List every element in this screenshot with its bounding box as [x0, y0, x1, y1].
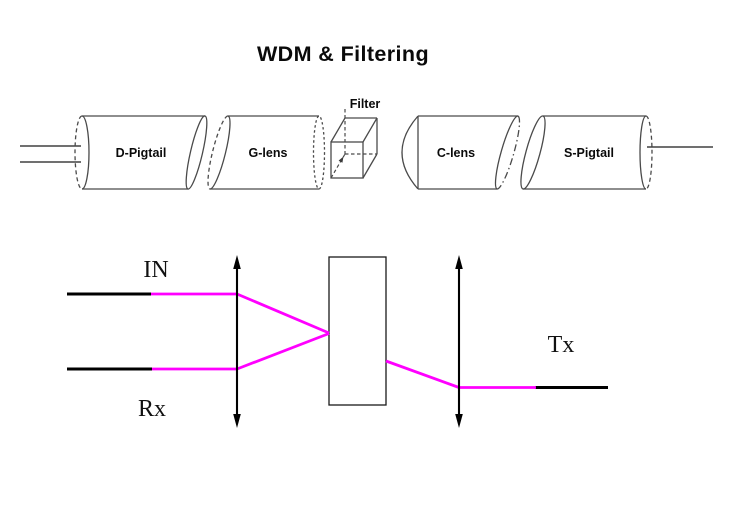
lens-arrow-right-up-head — [455, 255, 463, 269]
g-lens-right-face — [312, 115, 326, 190]
lens-arrow-right-down-head — [455, 414, 463, 428]
s-pigtail-component: S-Pigtail — [520, 115, 653, 190]
lens-arrow-left-up-head — [233, 255, 241, 269]
s-pigtail-label: S-Pigtail — [564, 146, 614, 160]
lens-arrow-left-down-head — [233, 414, 241, 428]
g-lens-left-face-back-arc — [207, 115, 229, 190]
component-row: D-Pigtail G-lens — [20, 97, 713, 190]
page-title: WDM & Filtering — [257, 42, 429, 66]
s-pigtail-right-end-front-arc — [639, 115, 647, 190]
lens-arrow-left — [233, 255, 241, 428]
filter-cube-front-face — [330, 141, 364, 179]
c-lens-right-face-front-arc — [494, 115, 519, 190]
ray-diagram: IN Rx Tx — [67, 255, 608, 428]
d-pigtail-label: D-Pigtail — [116, 146, 167, 160]
d-pigtail-left-end-front-arc — [81, 115, 90, 190]
in-port-label: IN — [143, 257, 168, 283]
filter-component: Filter — [330, 97, 381, 179]
c-lens-label: C-lens — [437, 146, 475, 160]
beam-rx-converging — [236, 332, 330, 371]
g-lens-component: G-lens — [207, 115, 326, 190]
beam-in-converging — [236, 292, 330, 335]
g-lens-label: G-lens — [249, 146, 288, 160]
lens-arrow-right — [455, 255, 463, 428]
d-pigtail-left-end-back-arc — [74, 115, 83, 190]
c-lens-left-bulge — [401, 115, 419, 190]
g-lens-left-face-front-arc — [209, 115, 231, 190]
c-lens-component: C-lens — [401, 115, 521, 190]
beam-filtered-diverging — [385, 359, 460, 389]
filter-cube-top-left-diagonal — [330, 117, 346, 143]
tx-port-label: Tx — [548, 332, 575, 358]
rx-port-label: Rx — [138, 396, 166, 422]
c-lens-right-face-back-arc — [496, 115, 521, 190]
s-pigtail-right-end-back-arc — [645, 115, 653, 190]
filter-label: Filter — [350, 97, 381, 111]
d-pigtail-component: D-Pigtail — [74, 115, 208, 190]
filter-cube-hidden-diagonal — [330, 153, 346, 179]
filter-cube-top-right-diagonal — [362, 117, 378, 143]
d-pigtail-right-slanted-face — [185, 115, 208, 190]
filter-cube-bottom-right-diagonal — [362, 153, 378, 179]
filter-cube-diagonal-arrowhead — [338, 156, 344, 163]
s-pigtail-left-slanted-face — [520, 115, 546, 190]
filter-slab — [328, 256, 387, 406]
